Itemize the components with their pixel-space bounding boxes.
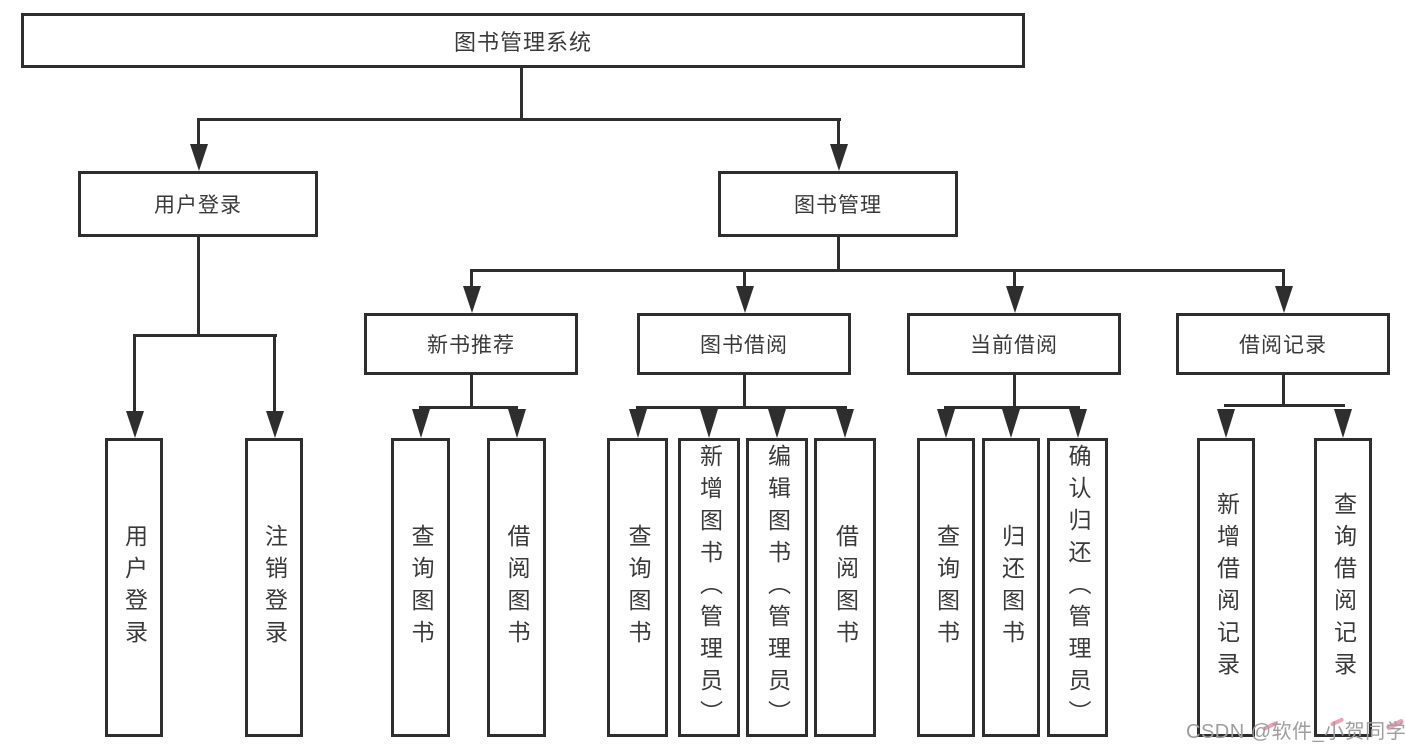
connector-line [1282,272,1285,287]
node-borrow-records: 借阅记录 [1176,313,1390,375]
connector-line [743,375,746,408]
leaf-borrow-borrow-books-label: 借阅图书 [832,523,859,652]
leaf-current-confirm-return-admin-label: 确认归还（管理员） [1065,443,1091,732]
leaf-user-login: 用户登录 [105,438,163,737]
arrowhead-down-icon [1274,286,1293,313]
arrowhead-down-icon [507,409,526,438]
node-current-borrowing-label: 当前借阅 [970,334,1058,357]
leaf-borrow-add-books-admin-label: 新增图书（管理员） [696,443,723,732]
connector-line [197,121,200,146]
leaf-logout-label: 注销登录 [261,523,288,652]
arrowhead-down-icon [125,411,144,438]
leaf-newbook-borrow-books: 借阅图书 [487,438,546,737]
node-new-book-recommend-label: 新书推荐 [427,334,515,357]
leaf-borrow-edit-books-admin-label: 编辑图书（管理员） [764,443,791,732]
connector-line [197,237,200,336]
node-library-system-label: 图书管理系统 [453,29,592,55]
connector-line [273,337,276,413]
node-book-borrowing: 图书借阅 [637,313,851,375]
csdn-watermark: CSDN @软件_小贺同学 [1186,721,1405,743]
connector-line [197,118,841,121]
leaf-borrow-borrow-books: 借阅图书 [814,438,876,737]
leaf-user-login-label: 用户登录 [121,523,148,652]
connector-line [470,375,473,408]
arrowhead-down-icon [628,409,647,438]
connector-line [837,121,840,146]
connector-line [837,237,840,271]
arrowhead-down-icon [700,409,718,438]
leaf-current-query-books: 查询图书 [917,438,975,737]
arrowhead-down-icon [1005,286,1024,313]
node-book-management: 图书管理 [718,171,958,237]
leaf-newbook-query-books: 查询图书 [391,438,450,737]
leaf-records-add-record-label: 新增借阅记录 [1213,491,1240,684]
node-book-management-label: 图书管理 [794,194,882,217]
leaf-borrow-query-books-label: 查询图书 [625,523,651,652]
arrowhead-down-icon [189,144,208,171]
arrowhead-down-icon [411,409,430,438]
node-user-login: 用户登录 [78,171,318,237]
arrowhead-down-icon [836,409,854,438]
node-book-borrowing-label: 图书借阅 [700,334,788,357]
connector-line [1224,404,1345,407]
connector-line [133,337,136,413]
node-user-login-label: 用户登录 [154,194,242,217]
leaf-borrow-query-books: 查询图书 [607,438,668,737]
arrowhead-down-icon [1068,409,1087,438]
leaf-newbook-query-books-label: 查询图书 [408,523,434,652]
arrowhead-down-icon [735,286,754,313]
leaf-records-query-record-label: 查询借阅记录 [1330,491,1357,684]
arrowhead-down-icon [1334,409,1352,438]
connector-line [470,269,1285,272]
connector-line [419,406,518,409]
node-borrow-records-label: 借阅记录 [1239,334,1327,357]
connector-line [743,272,746,287]
connector-line [944,406,1080,409]
connector-line [470,272,473,287]
node-library-system: 图书管理系统 [21,13,1025,68]
connector-line [520,68,523,121]
connector-line [636,406,847,409]
leaf-newbook-borrow-books-label: 借阅图书 [504,523,530,652]
connector-line [1282,375,1285,406]
connector-line [1013,375,1016,408]
leaf-borrow-add-books-admin: 新增图书（管理员） [678,438,740,737]
arrowhead-down-icon [768,409,786,438]
arrowhead-down-icon [1002,409,1020,438]
arrowhead-down-icon [265,411,284,438]
leaf-current-return-books-label: 归还图书 [998,523,1025,652]
arrowhead-down-icon [1217,409,1235,438]
arrowhead-down-icon [937,409,955,438]
leaf-records-query-record: 查询借阅记录 [1314,438,1372,737]
node-new-book-recommend: 新书推荐 [364,313,578,375]
arrowhead-down-icon [829,144,848,171]
leaf-borrow-edit-books-admin: 编辑图书（管理员） [746,438,808,737]
connector-line [133,334,277,337]
leaf-current-query-books-label: 查询图书 [933,523,960,652]
leaf-records-add-record: 新增借阅记录 [1197,438,1255,737]
leaf-current-return-books: 归还图书 [982,438,1040,737]
leaf-logout: 注销登录 [245,438,303,737]
arrowhead-down-icon [462,286,481,313]
connector-line [1013,272,1016,287]
node-current-borrowing: 当前借阅 [907,313,1121,375]
leaf-current-confirm-return-admin: 确认归还（管理员） [1047,438,1108,737]
